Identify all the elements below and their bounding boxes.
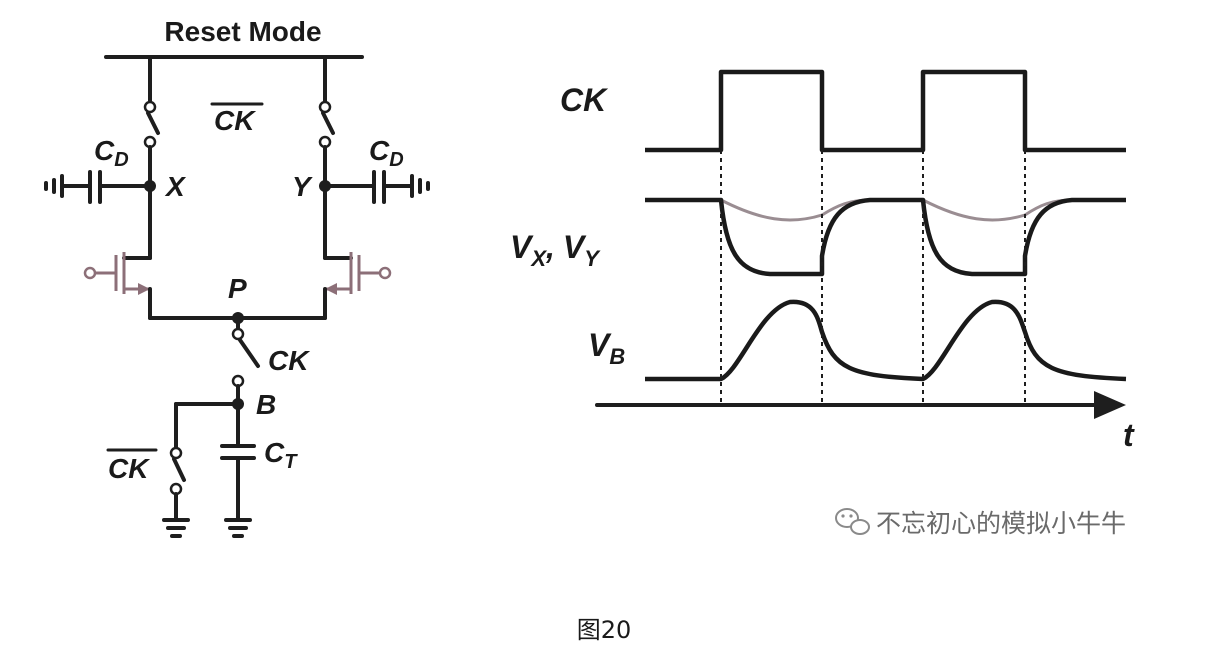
wechat-icon (835, 508, 870, 535)
ck-switch-terminal-top (231, 327, 245, 341)
vb-signal-label: VB (588, 327, 625, 369)
comparator-circuit: Reset Mode CK X CD (44, 16, 430, 538)
watermark: 不忘初心的模拟小牛牛 (835, 508, 1126, 538)
vb-waveform (645, 299, 1127, 382)
time-axis-arrowhead (1094, 391, 1126, 419)
time-axis-label: t (1123, 417, 1135, 453)
reset-mode-label: Reset Mode (164, 16, 321, 47)
ck-bar-bottom-label: CK (108, 453, 150, 484)
node-p-label: P (228, 273, 247, 304)
left-reset-switch-terminal-top (143, 100, 157, 114)
ck-switch-blade (238, 338, 260, 368)
vx-waveform (645, 197, 1126, 277)
timing-diagram: CK VX,VY VB t (510, 69, 1135, 453)
right-reset-switch-terminal-top (318, 100, 332, 114)
node-y-label: Y (292, 171, 313, 202)
reset-ground-switch-terminal-top (169, 446, 183, 460)
node-b-label: B (256, 389, 276, 420)
ck-signal-label: CK (560, 82, 609, 118)
vx-vy-signal-label: VX,VY (510, 229, 601, 271)
reset-ground-switch-blade (172, 457, 186, 482)
right-input-transistor (323, 252, 392, 320)
left-input-transistor (83, 252, 152, 320)
left-reset-switch-blade (146, 111, 160, 135)
cd-left-label: CD (94, 135, 129, 171)
watermark-text: 不忘初心的模拟小牛牛 (876, 509, 1126, 538)
figure-caption: 图20 (577, 616, 632, 644)
ck-waveform (645, 69, 1126, 153)
cd-right-label: CD (369, 135, 404, 171)
ck-bar-top-label: CK (214, 105, 256, 136)
ck-switch-label: CK (268, 345, 310, 376)
node-x-label: X (164, 171, 187, 202)
ct-label: CT (264, 437, 298, 473)
right-reset-switch-blade (321, 111, 335, 135)
